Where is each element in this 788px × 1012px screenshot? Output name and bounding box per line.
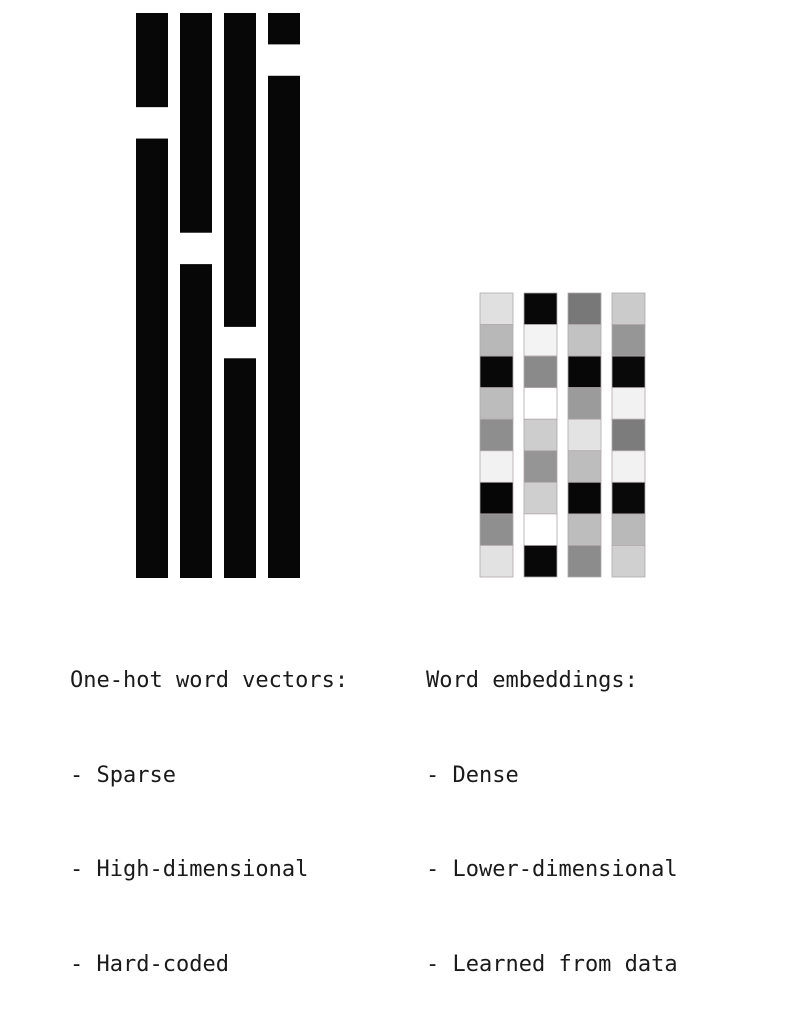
embedding-cell <box>567 418 602 452</box>
one-hot-point-high-dimensional: - High-dimensional <box>70 857 309 882</box>
embedding-cell <box>523 513 558 546</box>
one-hot-active-cell <box>268 44 300 76</box>
embeddings-point-learned-from-data: - Learned from data <box>426 951 678 977</box>
embeddings-caption: Word embeddings: - Dense - Lower-dimensi… <box>426 602 678 1012</box>
embedding-cell <box>523 355 558 389</box>
embedding-cell <box>611 481 646 515</box>
embedding-cell <box>567 324 602 357</box>
embedding-cell <box>567 545 602 578</box>
embedding-cell <box>523 292 558 325</box>
one-hot-caption: One-hot word vectors: - Sparse - High-di… <box>70 602 348 1012</box>
embeddings-point-dense: - Dense <box>426 762 519 788</box>
embedding-cell <box>611 387 646 420</box>
one-hot-vector-body <box>180 13 212 578</box>
one-hot-vector-1 <box>136 13 168 578</box>
one-hot-vector-2 <box>180 13 212 578</box>
one-hot-vectors <box>136 13 300 578</box>
embedding-cell <box>567 450 602 483</box>
one-hot-caption-title: One-hot word vectors: <box>70 668 349 693</box>
one-hot-vector-body <box>268 13 300 578</box>
one-hot-vector-body <box>136 13 168 578</box>
embedding-cell <box>567 355 602 389</box>
embedding-cell <box>523 418 558 452</box>
embedding-cell <box>479 324 514 357</box>
embedding-cell <box>479 513 514 546</box>
embedding-cell <box>479 418 514 452</box>
embedding-cell <box>479 545 514 578</box>
embedding-cell <box>523 545 558 578</box>
embedding-cell <box>611 545 646 578</box>
embedding-cell <box>479 355 514 389</box>
embedding-cell <box>523 481 558 515</box>
embeddings-point-lower-dimensional: - Lower-dimensional <box>426 857 678 882</box>
embedding-cell <box>567 513 602 546</box>
embedding-cell <box>567 387 602 420</box>
embedding-cell <box>479 292 514 325</box>
embedding-vector-2 <box>523 292 558 578</box>
embedding-cell <box>479 387 514 420</box>
one-hot-active-cell <box>224 326 256 359</box>
embedding-cell <box>479 481 514 515</box>
vector-comparison-diagram <box>136 13 646 578</box>
embedding-vector-1 <box>479 292 514 578</box>
embedding-vector-3 <box>567 292 602 578</box>
embedding-cell <box>611 324 646 357</box>
one-hot-point-sparse: - Sparse <box>70 762 176 788</box>
embedding-cell <box>523 450 558 483</box>
embedding-cell <box>611 418 646 452</box>
embedding-cell <box>611 292 646 325</box>
one-hot-point-hard-coded: - Hard-coded <box>70 951 229 977</box>
one-hot-vector-body <box>224 13 256 578</box>
embedding-cell <box>611 450 646 483</box>
one-hot-active-cell <box>180 232 212 265</box>
embedding-cell <box>523 387 558 420</box>
one-hot-active-cell <box>136 107 168 139</box>
embedding-cell <box>611 355 646 389</box>
word-embedding-vectors <box>479 292 646 578</box>
embedding-cell <box>567 481 602 515</box>
embedding-cell <box>479 450 514 483</box>
embedding-cell <box>611 513 646 546</box>
embedding-vector-4 <box>611 292 646 578</box>
embedding-cell <box>523 324 558 357</box>
one-hot-vector-4 <box>268 13 300 578</box>
embeddings-caption-title: Word embeddings: <box>426 668 638 693</box>
embedding-cell <box>567 292 602 325</box>
one-hot-vector-3 <box>224 13 256 578</box>
